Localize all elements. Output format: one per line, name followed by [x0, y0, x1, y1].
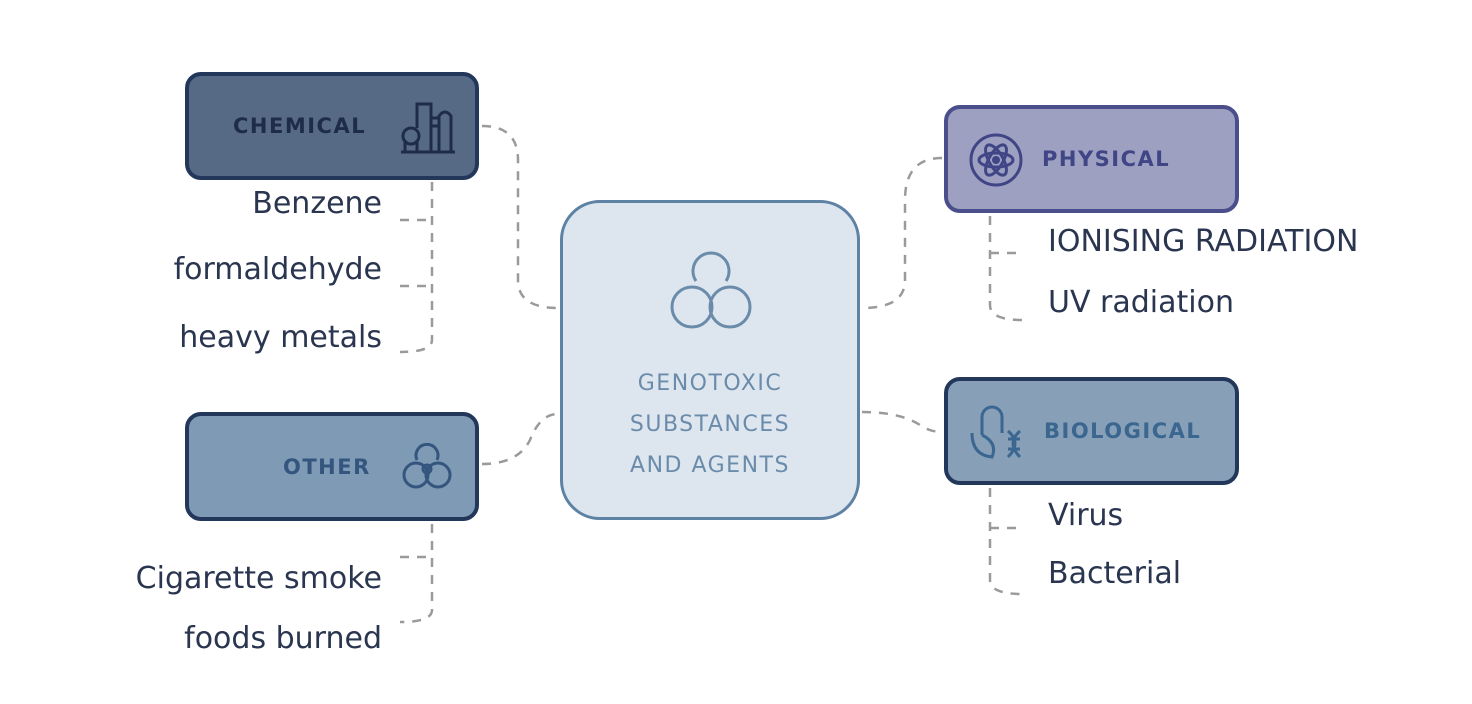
chemical-item: heavy metals [179, 320, 382, 355]
category-chemical[interactable]: CHEMICAL [185, 72, 479, 180]
physical-item: UV radiation [1048, 285, 1234, 320]
connector-other [481, 412, 559, 466]
connector-physical [861, 156, 943, 310]
connector-biological [861, 410, 943, 434]
chemical-item: Benzene [252, 186, 382, 221]
biological-item: Bacterial [1048, 556, 1182, 591]
category-physical[interactable]: PHYSICAL [944, 105, 1239, 213]
category-label: BIOLOGICAL [1044, 419, 1202, 443]
central-line: AND AGENTS [630, 453, 790, 478]
central-line: SUBSTANCES [629, 412, 791, 437]
category-label: OTHER [283, 454, 371, 479]
central-title: GENOTOXIC SUBSTANCES AND AGENTS [563, 363, 857, 486]
central-line: GENOTOXIC [637, 371, 783, 396]
atom-icon [969, 133, 1023, 187]
microbe-dna-icon [970, 405, 1022, 459]
category-other[interactable]: OTHER [185, 412, 479, 521]
other-item: Cigarette smoke [135, 561, 382, 596]
factory-icon [401, 102, 455, 154]
central-node: GENOTOXIC SUBSTANCES AND AGENTS [560, 200, 860, 520]
biological-item: Virus [1048, 498, 1124, 533]
chemical-item: formaldehyde [173, 252, 382, 287]
connector-other-items [399, 524, 434, 624]
category-label: PHYSICAL [1042, 147, 1171, 171]
connector-chemical-items [399, 182, 434, 354]
category-label: CHEMICAL [233, 114, 367, 138]
connector-physical-items [988, 216, 1023, 322]
connector-chemical [481, 124, 559, 310]
biohazard-icon [670, 251, 752, 329]
physical-item: IONISING RADIATION [1048, 224, 1359, 259]
other-item: foods burned [184, 621, 382, 656]
category-biological[interactable]: BIOLOGICAL [944, 377, 1239, 485]
connector-biological-items [988, 488, 1023, 596]
biohazard-icon [402, 442, 452, 489]
